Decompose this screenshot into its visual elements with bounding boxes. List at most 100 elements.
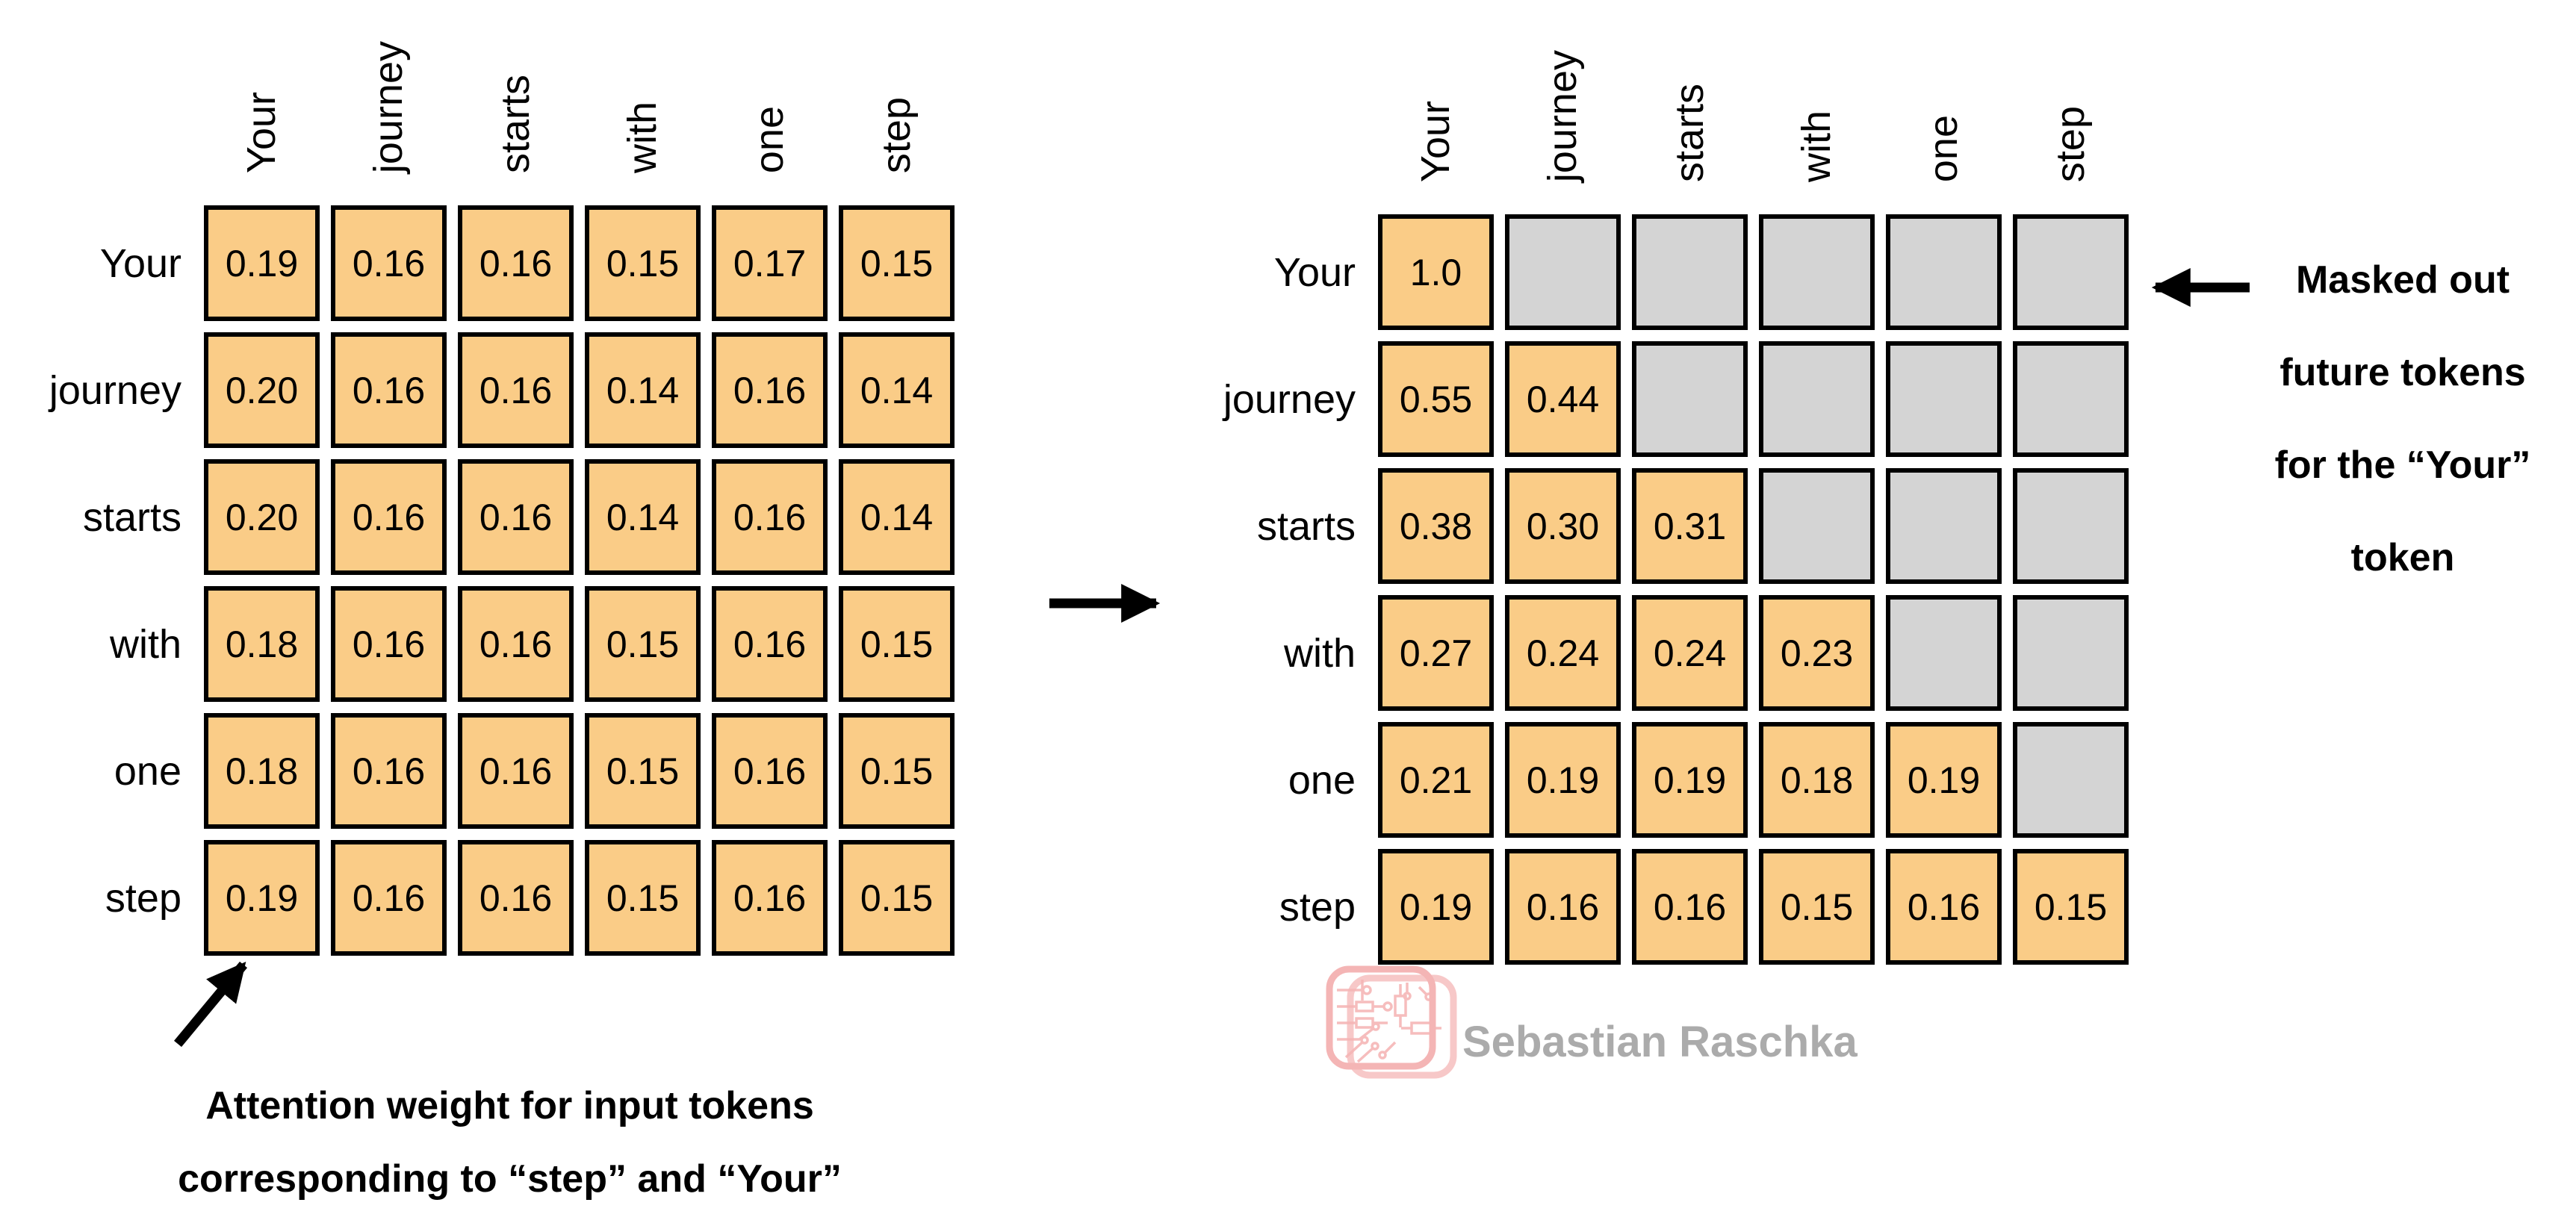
weight-cell: 0.16	[1632, 849, 1748, 965]
weight-cell: 0.15	[2013, 849, 2129, 965]
weight-cell: 0.20	[204, 332, 320, 448]
weight-cell: 0.16	[331, 713, 447, 829]
weight-cell: 0.15	[585, 713, 701, 829]
column-header-label: one	[747, 105, 792, 173]
weight-cell: 0.27	[1378, 595, 1494, 711]
column-header: one	[1886, 24, 2002, 182]
column-header: starts	[1632, 24, 1748, 182]
masked-cell	[1759, 214, 1875, 330]
masked-note-line: for the “Your”	[2274, 444, 2531, 487]
weight-cell: 0.16	[712, 459, 828, 575]
row-label: one	[114, 748, 181, 794]
weight-cell: 0.14	[585, 332, 701, 448]
masked-note: Masked out future tokens for the “Your” …	[2229, 234, 2576, 604]
masked-cell	[2013, 468, 2129, 584]
column-header-label: with	[1794, 110, 1840, 182]
row-label: step	[105, 875, 181, 921]
masked-note-line: token	[2350, 536, 2455, 579]
masked-cell	[2013, 595, 2129, 711]
weight-cell: 0.15	[839, 713, 955, 829]
masked-cell	[1886, 214, 2002, 330]
row-label: step	[1279, 884, 1356, 930]
weight-cell: 0.16	[712, 332, 828, 448]
weight-cell: 0.16	[331, 586, 447, 702]
weight-cell: 0.18	[1759, 722, 1875, 838]
weight-cell: 0.38	[1378, 468, 1494, 584]
weight-cell: 0.16	[712, 840, 828, 956]
attention-note-line: Attention weight for input tokens	[205, 1084, 814, 1127]
column-header: step	[2013, 24, 2129, 182]
masked-cell	[1759, 341, 1875, 457]
row-label: with	[109, 621, 181, 667]
column-header: Your	[1378, 24, 1494, 182]
weight-cell: 0.14	[585, 459, 701, 575]
weight-cell: 1.0	[1378, 214, 1494, 330]
weight-cell: 0.30	[1505, 468, 1621, 584]
row-label: Your	[1273, 249, 1356, 295]
weight-cell: 0.16	[712, 713, 828, 829]
masked-cell	[1886, 341, 2002, 457]
weight-cell: 0.16	[1505, 849, 1621, 965]
weight-cell: 0.19	[1505, 722, 1621, 838]
masked-note-line: future tokens	[2279, 351, 2526, 394]
row-label: with	[1283, 630, 1356, 676]
masked-cell	[2013, 341, 2129, 457]
weight-cell: 0.16	[331, 459, 447, 575]
weight-cell: 0.15	[585, 205, 701, 321]
masked-note-line: Masked out	[2295, 258, 2510, 302]
attention-note-line: corresponding to “step” and “Your”	[178, 1157, 842, 1201]
column-header-label: with	[620, 101, 665, 173]
weight-cell: 0.16	[458, 332, 574, 448]
row-label: starts	[82, 494, 181, 540]
column-header-label: starts	[1667, 83, 1713, 182]
weight-cell: 0.21	[1378, 722, 1494, 838]
column-header-label: Your	[1413, 100, 1459, 182]
column-header: journey	[331, 15, 447, 173]
weight-cell: 0.14	[839, 332, 955, 448]
masked-cell	[2013, 722, 2129, 838]
column-header-label: Your	[239, 91, 285, 173]
weight-cell: 0.16	[458, 713, 574, 829]
row-label: one	[1288, 757, 1356, 803]
weight-cell: 0.15	[839, 205, 955, 321]
masked-cell	[2013, 214, 2129, 330]
column-header: Your	[204, 15, 320, 173]
weight-cell: 0.44	[1505, 341, 1621, 457]
column-header: with	[1759, 24, 1875, 182]
column-header: step	[839, 15, 955, 173]
weight-cell: 0.18	[204, 713, 320, 829]
column-header-label: step	[874, 96, 919, 173]
weight-cell: 0.31	[1632, 468, 1748, 584]
masked-cell	[1886, 468, 2002, 584]
weight-cell: 0.16	[458, 586, 574, 702]
weight-cell: 0.19	[1378, 849, 1494, 965]
weight-cell: 0.15	[839, 586, 955, 702]
attention-note-arrow-icon	[173, 961, 248, 1048]
weight-cell: 0.24	[1505, 595, 1621, 711]
masked-cell	[1632, 341, 1748, 457]
masked-cell	[1505, 214, 1621, 330]
weight-cell: 0.17	[712, 205, 828, 321]
row-label: journey	[1223, 376, 1356, 422]
weight-cell: 0.14	[839, 459, 955, 575]
weight-cell: 0.55	[1378, 341, 1494, 457]
weight-cell: 0.16	[712, 586, 828, 702]
row-label: Your	[99, 240, 181, 286]
weight-cell: 0.18	[204, 586, 320, 702]
column-header-label: step	[2048, 105, 2094, 182]
watermark-text: Sebastian Raschka	[1462, 1018, 1857, 1066]
circuit-chip-logo-icon	[1326, 965, 1457, 1079]
